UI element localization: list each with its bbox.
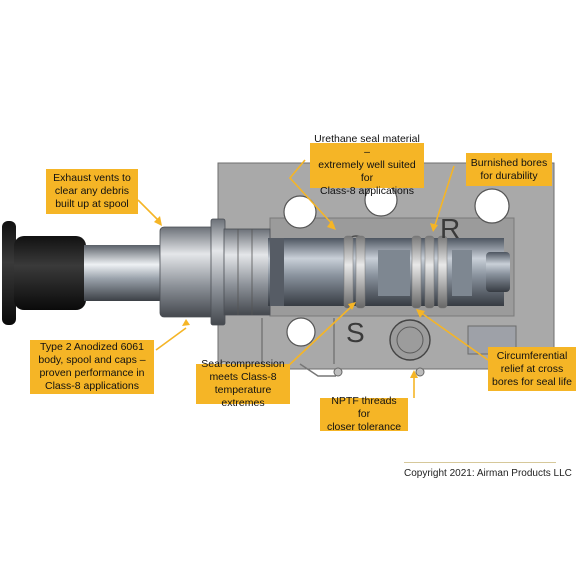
copyright-text: Copyright 2021: Airman Products LLC <box>404 468 572 479</box>
port-label-r: R <box>440 213 460 244</box>
callout-text: Urethane seal material – extremely well … <box>314 133 420 197</box>
callout-text: Type 2 Anodized 6061 body, spool and cap… <box>38 341 146 392</box>
callout-burnished-bores: Burnished bores for durability <box>466 153 552 186</box>
callout-circumferential-relief: Circumferential relief at cross bores fo… <box>488 347 576 391</box>
leader-arrowheads <box>154 216 438 378</box>
spool <box>268 238 510 306</box>
callout-anodized-body: Type 2 Anodized 6061 body, spool and cap… <box>30 340 154 394</box>
copyright-divider <box>404 462 556 463</box>
cap-nut <box>159 218 271 326</box>
port-holes <box>220 183 510 377</box>
stem <box>84 245 166 301</box>
callout-exhaust-vents: Exhaust vents to clear any debris built … <box>46 169 138 214</box>
knob <box>2 221 86 325</box>
seal-rings <box>343 235 448 309</box>
callout-text: Circumferential relief at cross bores fo… <box>492 349 572 388</box>
port-label-s: S <box>346 317 365 348</box>
callout-text: Exhaust vents to clear any debris built … <box>53 172 131 210</box>
leader-lines <box>137 159 489 398</box>
callout-text: Burnished bores for durability <box>470 156 548 182</box>
callout-urethane-seal: Urethane seal material – extremely well … <box>310 133 424 197</box>
callout-text: Seal compression meets Class-8 temperatu… <box>201 358 285 409</box>
callout-nptf-threads: NPTF threads for closer tolerance <box>320 395 408 433</box>
callout-seal-compression: Seal compression meets Class-8 temperatu… <box>196 358 290 409</box>
callout-text: NPTF threads for closer tolerance <box>326 395 402 433</box>
